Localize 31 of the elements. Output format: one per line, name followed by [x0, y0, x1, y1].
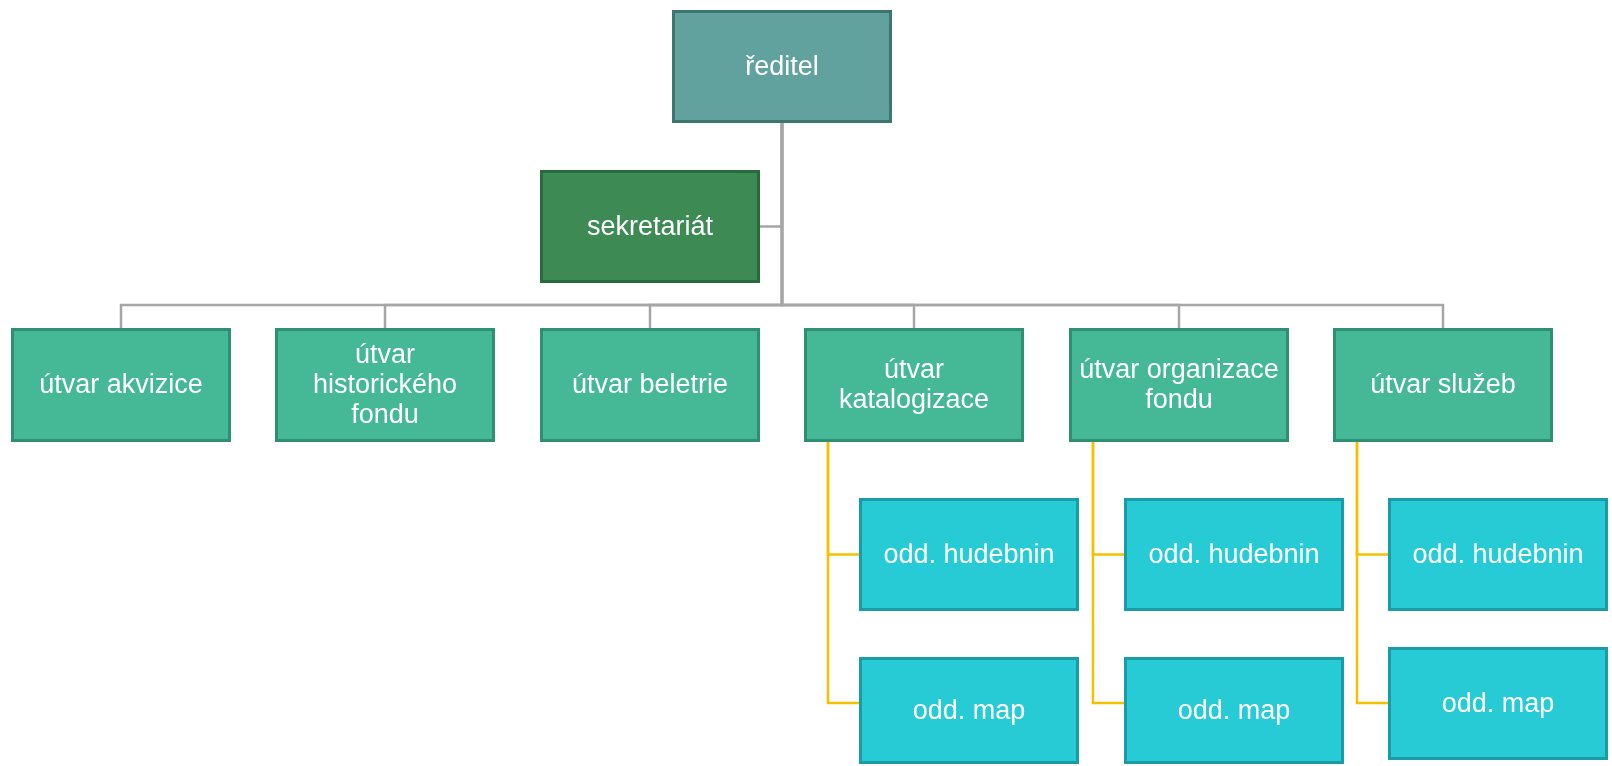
box-label: odd. map: [1440, 688, 1556, 719]
box-label: útvar historického fondu: [311, 340, 459, 430]
box-label: ředitel: [744, 51, 820, 82]
connector-line: [826, 442, 859, 705]
department-box: [275, 328, 495, 442]
connector-line: [1091, 442, 1124, 705]
box-label: odd. hudebnin: [1147, 539, 1321, 570]
box-label: odd. map: [911, 695, 1027, 726]
department-box: [1333, 328, 1553, 442]
box-label: odd. hudebnin: [1411, 539, 1585, 570]
section-box: [1388, 647, 1608, 760]
secretariat-box: [540, 170, 760, 283]
section-box: [1124, 657, 1344, 764]
box-label: útvar katalogizace: [837, 355, 991, 415]
director-box: [672, 10, 892, 123]
box-label: útvar beletrie: [570, 370, 730, 400]
department-box: [804, 328, 1024, 442]
section-box: [859, 657, 1079, 764]
box-label: sekretariát: [585, 211, 715, 242]
section-box: [1388, 498, 1608, 611]
box-label: útvar služeb: [1369, 370, 1517, 400]
box-label: odd. hudebnin: [882, 539, 1056, 570]
department-box: [540, 328, 760, 442]
connector-line: [1355, 442, 1388, 705]
section-box: [859, 498, 1079, 611]
department-box: [1069, 328, 1289, 442]
box-label: útvar organizace fondu: [1078, 355, 1280, 415]
section-box: [1124, 498, 1344, 611]
box-label: útvar akvizice: [38, 370, 204, 400]
department-box: [11, 328, 231, 442]
box-label: odd. map: [1176, 695, 1292, 726]
